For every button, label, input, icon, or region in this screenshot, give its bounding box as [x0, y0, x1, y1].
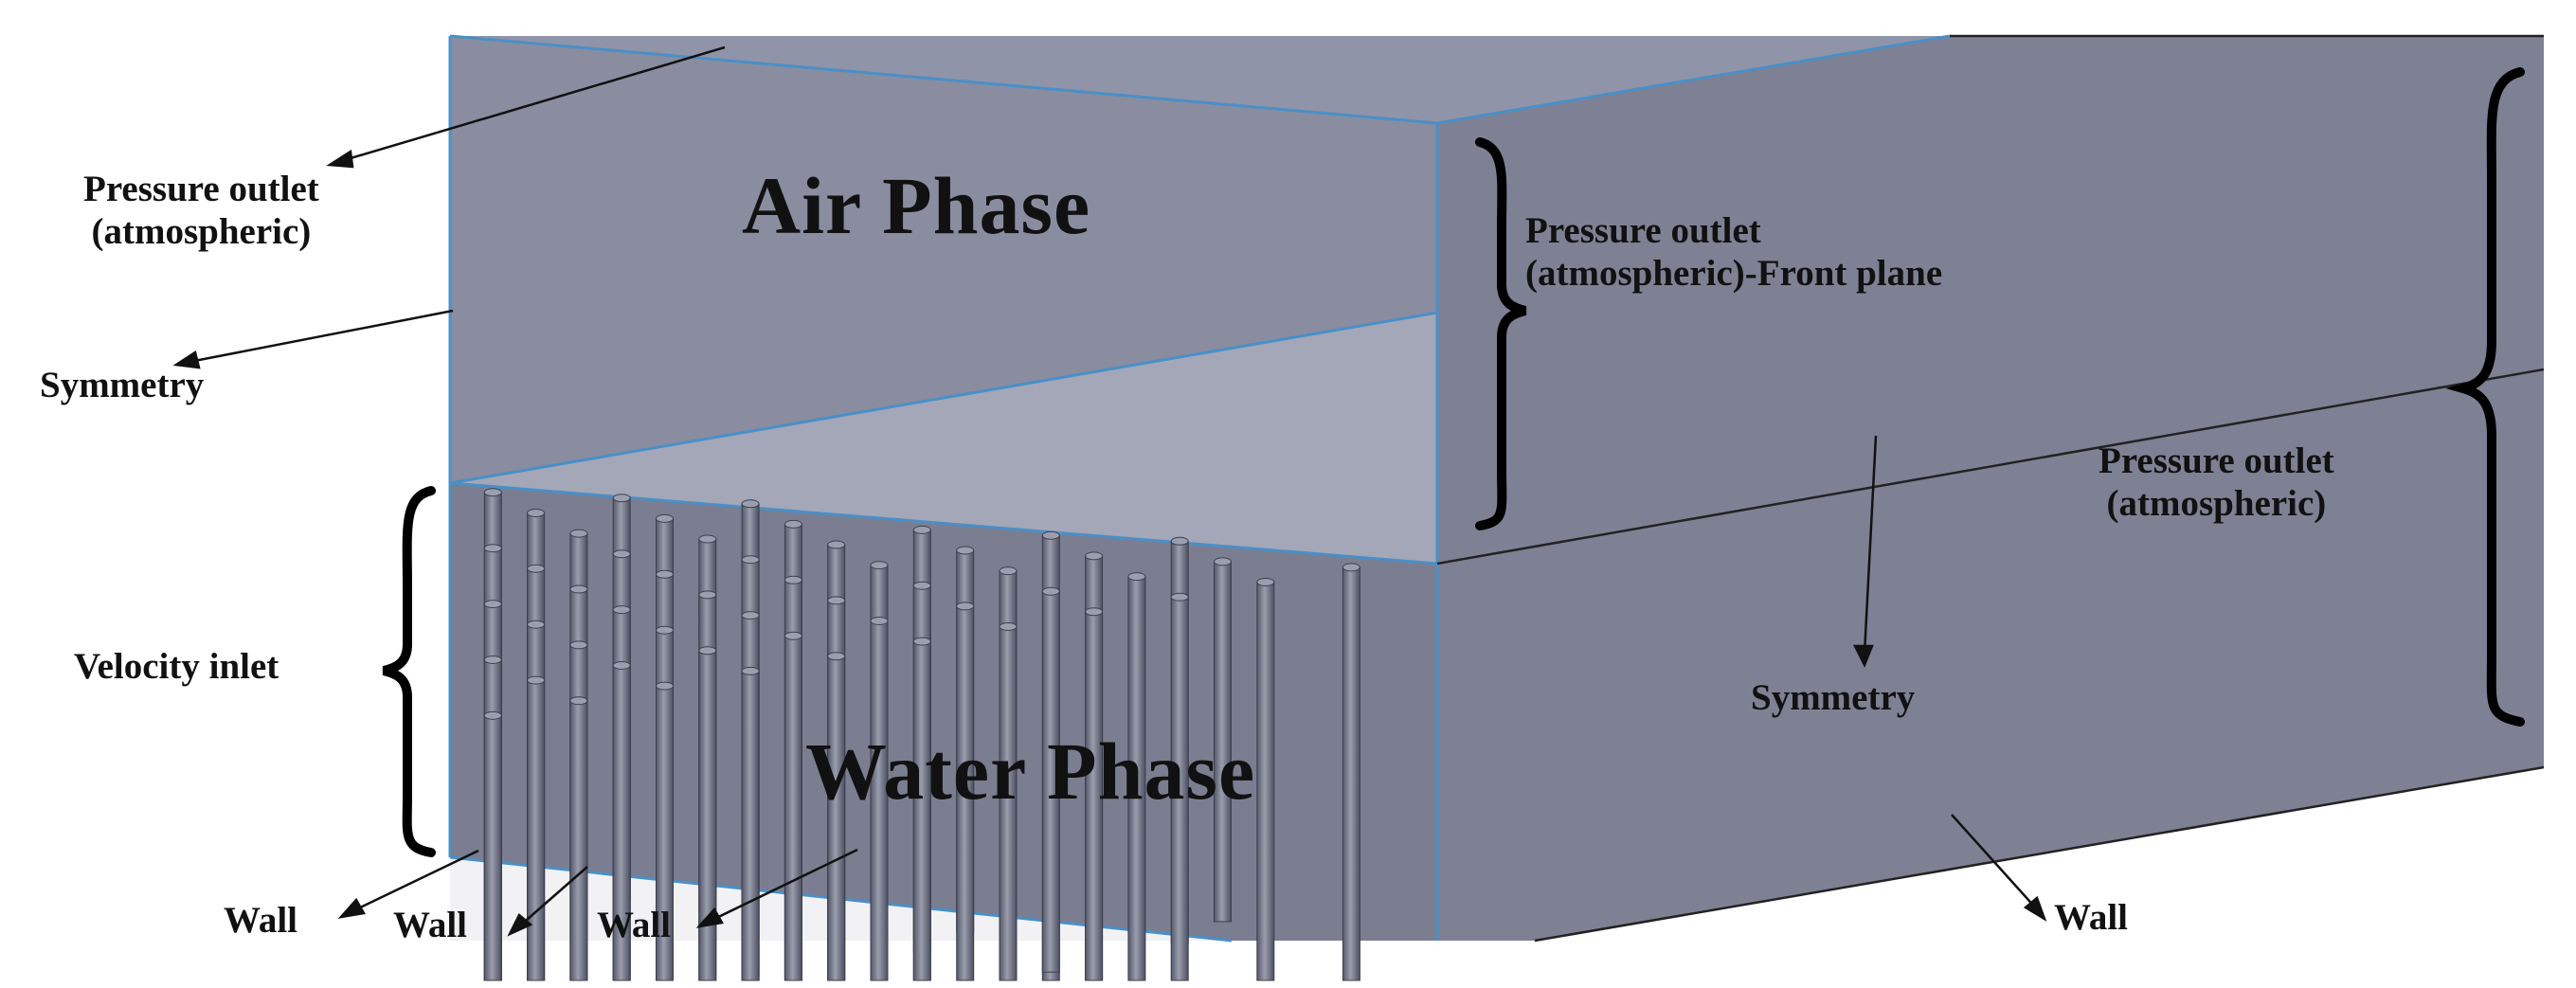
- cylinder-cap: [1041, 530, 1060, 540]
- cylinder-cap: [483, 544, 502, 553]
- cylinder-cap: [569, 529, 588, 538]
- label-line: (atmospheric): [2106, 482, 2327, 524]
- cylinder-cap: [784, 519, 802, 529]
- cylinder-cap: [784, 575, 802, 584]
- cylinder-cap: [1085, 607, 1104, 617]
- cylinder-cap: [612, 605, 631, 615]
- cylinder: [827, 656, 846, 981]
- label-line: Pressure outlet: [2099, 440, 2334, 481]
- cylinder-cap: [1127, 572, 1146, 582]
- cylinder-cap: [483, 710, 502, 720]
- water-face: [450, 483, 1437, 941]
- label-air-phase: Air Phase: [742, 160, 1091, 251]
- cylinder-cap: [1041, 586, 1060, 596]
- cylinder-cap: [827, 596, 846, 605]
- label-line: (atmospheric)-Front plane: [1525, 252, 1943, 294]
- right-block-edges: [1436, 34, 2545, 943]
- cylinder: [1342, 566, 1360, 981]
- cylinder-cap: [483, 600, 502, 609]
- cylinder-cap: [1214, 557, 1232, 566]
- cylinder-cap: [741, 611, 760, 620]
- cylinder-cap: [912, 637, 931, 646]
- label-symmetry-right: Symmetry: [1751, 677, 1916, 718]
- cylinder-cap: [656, 681, 674, 691]
- cylinder: [1256, 582, 1275, 981]
- cylinder: [698, 650, 717, 981]
- label-pressure-outlet-front: Pressure outlet (atmospheric)-Front plan…: [1525, 210, 1942, 296]
- cylinder-cap: [912, 525, 931, 534]
- annotation-arrows: [172, 45, 2047, 937]
- cylinder-cap: [741, 666, 760, 675]
- cylinder-cap: [569, 696, 588, 706]
- label-wall-3: Wall: [597, 905, 672, 945]
- label-pressure-outlet-right: Pressure outlet (atmospheric): [2099, 440, 2334, 526]
- cylinder-cap: [1170, 536, 1189, 546]
- label-line: (atmospheric): [91, 210, 312, 252]
- brace-front-plane: [1475, 137, 1527, 530]
- cylinder: [527, 679, 546, 981]
- back-air-face: [450, 36, 1437, 483]
- label-symmetry-left: Symmetry: [40, 365, 205, 405]
- label-velocity-inlet: Velocity inlet: [74, 646, 279, 687]
- cylinder-cap: [483, 488, 502, 497]
- cylinder-cap: [656, 569, 674, 579]
- cylinder-cap: [612, 661, 631, 670]
- cylinder: [741, 670, 760, 981]
- cylinder-cap: [698, 590, 717, 600]
- cylinder-cap: [1342, 563, 1360, 572]
- interface-plane: [450, 313, 1437, 564]
- cylinder-cap: [999, 566, 1018, 576]
- cylinder-cap: [999, 622, 1018, 631]
- front-face: [1437, 36, 2544, 941]
- cylinder-cap: [569, 584, 588, 594]
- cylinder-cap: [1170, 592, 1189, 602]
- cylinder-cap: [527, 620, 546, 629]
- label-wall-1: Wall: [224, 900, 298, 941]
- cylinder-cap: [656, 625, 674, 635]
- top-face: [450, 36, 1950, 123]
- cylinder-cap: [912, 581, 931, 590]
- cylinder-cap: [656, 513, 674, 523]
- cylinder-cap: [956, 546, 975, 555]
- cylinder: [569, 700, 588, 981]
- cylinder-array: [483, 488, 1360, 981]
- cylinder: [483, 714, 502, 981]
- cylinder-cap: [827, 652, 846, 661]
- cylinder-cap: [741, 555, 760, 565]
- cylinder-cap: [827, 540, 846, 549]
- label-water-phase: Water Phase: [805, 726, 1256, 817]
- cylinder-cap: [698, 534, 717, 544]
- cylinder-cap: [741, 499, 760, 509]
- label-wall-2: Wall: [393, 905, 468, 945]
- cylinder-cap: [527, 509, 546, 517]
- brace-velocity-inlet: [382, 486, 436, 857]
- cylinder-cap: [569, 640, 588, 650]
- cylinder-cap: [612, 549, 631, 559]
- cylinder-cap: [870, 561, 889, 570]
- label-line: Pressure outlet: [83, 169, 319, 209]
- label-line: Pressure outlet: [1525, 210, 1761, 251]
- cylinder-cap: [784, 631, 802, 640]
- cylinder: [784, 635, 802, 981]
- cylinder-cap: [612, 494, 631, 503]
- cylinder-cap: [870, 617, 889, 625]
- cylinder-cap: [698, 646, 717, 656]
- cylinder-cap: [483, 656, 502, 664]
- cylinder-cap: [527, 564, 546, 573]
- label-wall-right: Wall: [2054, 897, 2129, 938]
- cylinder-cap: [956, 602, 975, 611]
- cylinder-cap: [1085, 551, 1104, 561]
- cylinder-cap: [1256, 578, 1275, 586]
- brace-right-outlet: [2445, 67, 2525, 727]
- cylinder-cap: [527, 675, 546, 685]
- braces: [382, 67, 2525, 857]
- label-pressure-outlet-top-left: Pressure outlet (atmospheric): [83, 169, 319, 254]
